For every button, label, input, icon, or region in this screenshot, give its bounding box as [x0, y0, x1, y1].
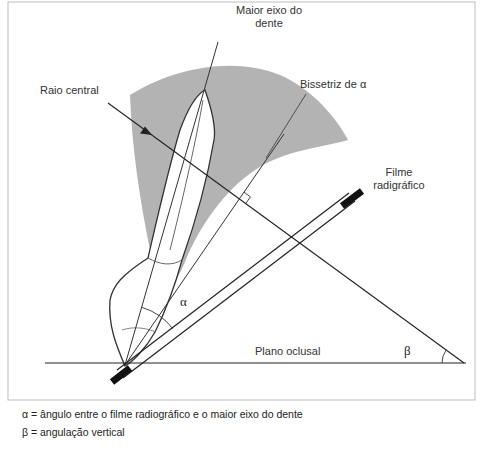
film-end: [112, 368, 130, 382]
occlusal-plane: [45, 362, 466, 363]
caption-note: α = ângulo entre o filme radiográfico e …: [22, 408, 303, 420]
caption-note: β = angulação vertical: [22, 426, 125, 438]
plane-label: Plano oclusal: [255, 345, 320, 358]
film-edge: [123, 201, 355, 378]
film-end: [342, 191, 362, 206]
axis-label: Maior eixo do dente: [232, 4, 306, 29]
leader-line: [266, 94, 306, 158]
enamel-line: [148, 258, 182, 264]
ray-arrowhead: [140, 127, 152, 136]
crown-line: [122, 328, 156, 332]
ray-label: Raio central: [40, 84, 99, 97]
beta-arc: [442, 350, 446, 363]
film-edge: [117, 193, 349, 370]
bisector-line: [125, 134, 284, 365]
figure-frame: [8, 2, 475, 400]
right-angle-mark: [244, 192, 251, 203]
angle-symbol: α: [180, 295, 187, 310]
angle-symbol: β: [404, 344, 411, 359]
film-label: Filme radigráfico: [364, 166, 434, 191]
alpha-arc: [142, 307, 173, 328]
central-ray: [108, 103, 464, 363]
canine-tooth: [110, 90, 215, 366]
pulp-canal: [170, 100, 203, 250]
bisector-label: Bissetriz de α: [300, 78, 366, 91]
